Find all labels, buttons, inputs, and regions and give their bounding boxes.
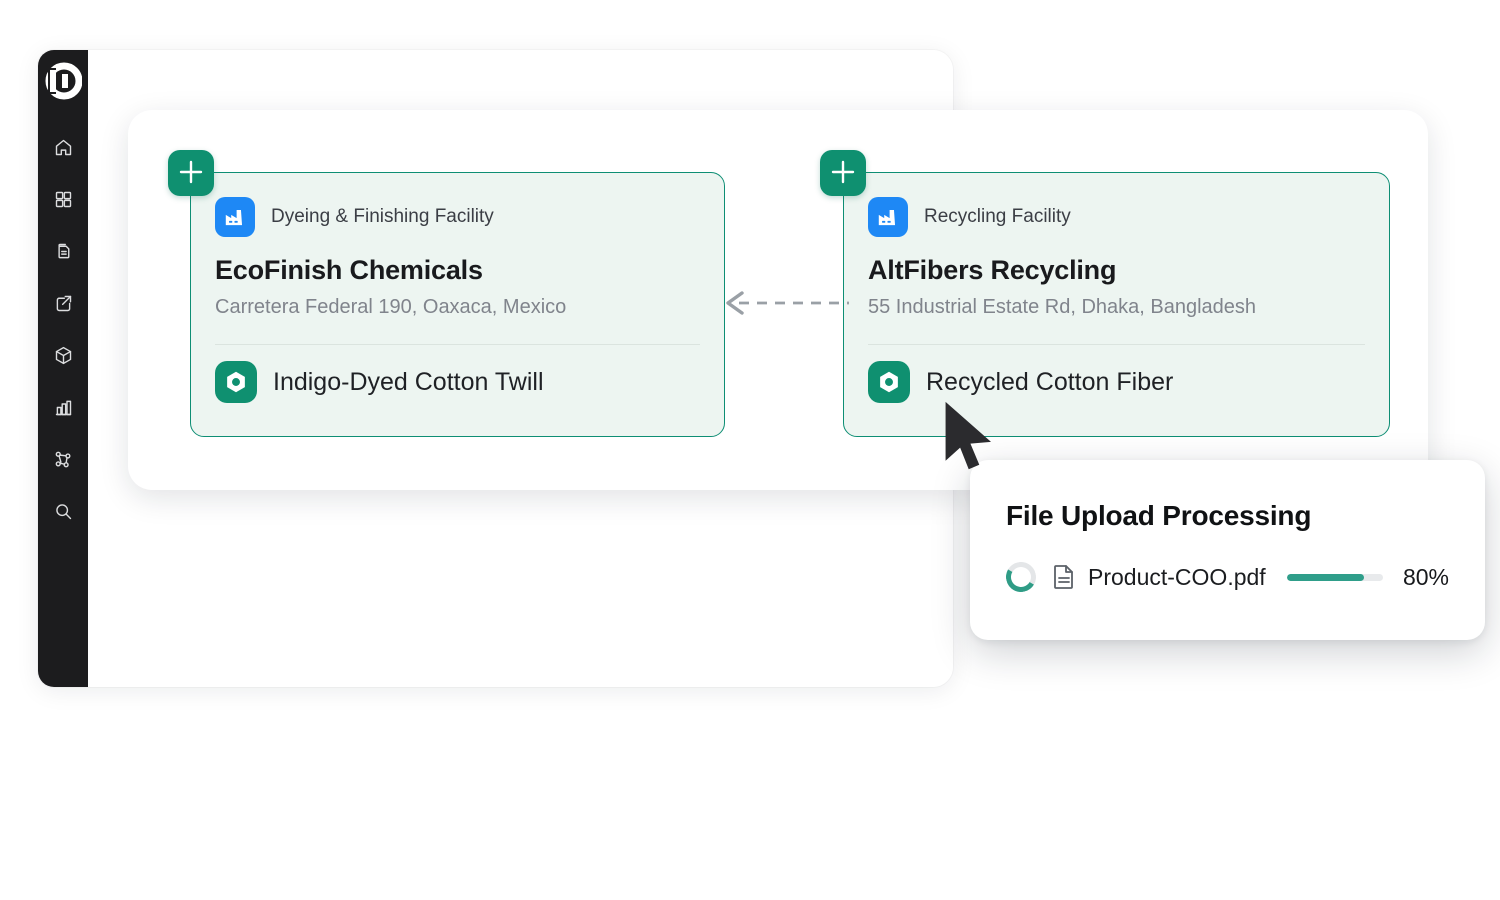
sidebar-item-dashboard[interactable]: [52, 191, 74, 213]
node-name: EcoFinish Chemicals: [215, 255, 483, 285]
node-name: AltFibers Recycling: [868, 255, 1117, 285]
package-icon: [53, 345, 74, 371]
sidebar-item-home[interactable]: [52, 139, 74, 161]
plus-icon: [830, 159, 856, 188]
dashboard-grid-icon: [53, 189, 74, 215]
node-type-label: Recycling Facility: [924, 206, 1071, 227]
sidebar-item-search[interactable]: [52, 503, 74, 525]
product-hex-icon: [868, 361, 910, 403]
mouse-cursor-icon: [945, 401, 991, 470]
facility-node-dyeing[interactable]: Dyeing & Finishing Facility EcoFinish Ch…: [190, 172, 725, 437]
sidebar-item-analytics[interactable]: [52, 399, 74, 421]
node-type-label: Dyeing & Finishing Facility: [271, 206, 494, 227]
node-header: Recycling Facility: [868, 197, 1365, 237]
add-node-button-left[interactable]: [168, 150, 214, 196]
bar-chart-icon: [53, 397, 74, 423]
search-icon: [53, 501, 74, 527]
node-product-name: Indigo-Dyed Cotton Twill: [273, 367, 544, 396]
sidebar-item-package[interactable]: [52, 345, 74, 371]
upload-file-row: Product-COO.pdf 80%: [1002, 558, 1449, 596]
home-icon: [53, 137, 74, 163]
node-product-name: Recycled Cotton Fiber: [926, 367, 1174, 396]
upload-file-name: Product-COO.pdf: [1088, 563, 1266, 590]
app-logo-icon: [44, 62, 83, 100]
node-address: Carretera Federal 190, Oaxaca, Mexico: [215, 296, 567, 318]
sidebar-item-network[interactable]: [52, 451, 74, 473]
sidebar: [38, 50, 88, 687]
dashed-connector-arrow: [726, 291, 849, 315]
node-divider: [215, 344, 700, 345]
facility-node-recycling[interactable]: Recycling Facility AltFibers Recycling 5…: [843, 172, 1390, 437]
network-nodes-icon: [53, 449, 74, 475]
node-divider: [868, 344, 1365, 345]
plus-icon: [178, 159, 204, 188]
sidebar-nav: [52, 139, 74, 525]
product-hex-icon: [215, 361, 257, 403]
file-upload-panel: File Upload Processing Product-COO.pdf 8…: [970, 460, 1485, 640]
progress-fill: [1287, 573, 1364, 581]
loading-spinner-icon: [1002, 558, 1040, 596]
node-header: Dyeing & Finishing Facility: [215, 197, 700, 237]
node-product-row: Recycled Cotton Fiber: [868, 361, 1365, 403]
factory-icon: [868, 197, 908, 237]
documents-icon: [53, 241, 74, 267]
factory-icon: [215, 197, 255, 237]
upload-progress-percent: 80%: [1402, 563, 1449, 590]
file-document-icon: [1052, 563, 1076, 591]
node-product-row: Indigo-Dyed Cotton Twill: [215, 361, 700, 403]
upload-progress-bar: [1287, 573, 1383, 581]
node-address: 55 Industrial Estate Rd, Dhaka, Banglade…: [868, 296, 1257, 318]
upload-panel-title: File Upload Processing: [1006, 500, 1312, 531]
sidebar-item-share[interactable]: [52, 295, 74, 317]
sidebar-item-documents[interactable]: [52, 243, 74, 265]
add-node-button-right[interactable]: [820, 150, 866, 196]
share-export-icon: [53, 293, 74, 319]
